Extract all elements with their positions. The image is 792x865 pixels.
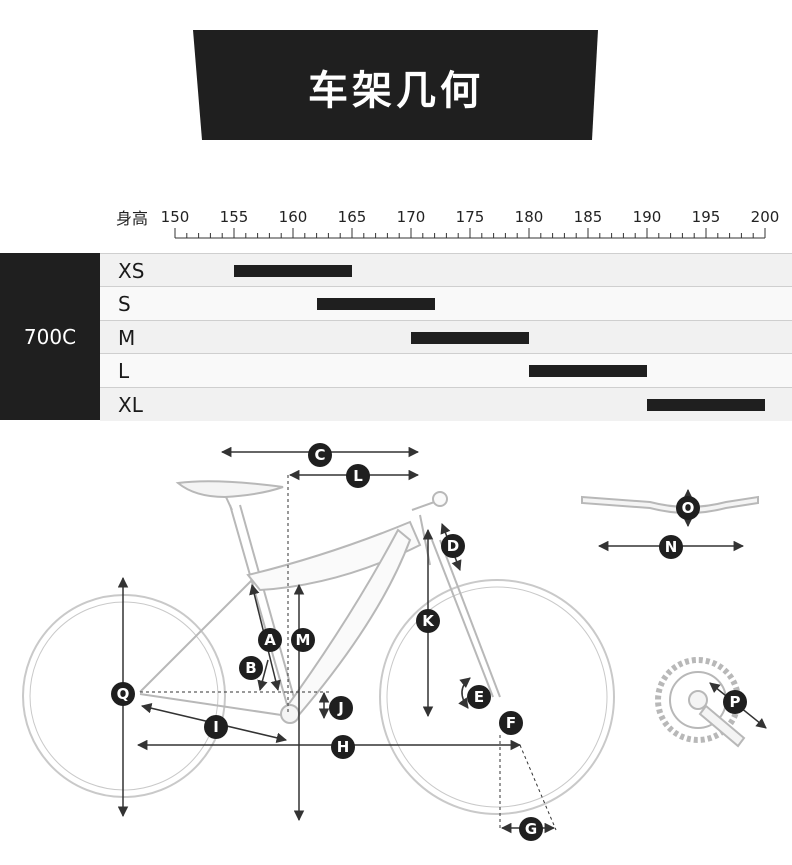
svg-text:M: M [296, 631, 311, 649]
bike-frame [139, 480, 501, 724]
svg-text:C: C [314, 446, 325, 464]
ruler-tick-label: 190 [633, 208, 662, 226]
svg-text:N: N [665, 538, 678, 556]
marker-h: H [331, 735, 355, 759]
marker-g: G [519, 817, 543, 841]
size-row-xl: XL [100, 386, 792, 421]
height-range-bar [316, 298, 435, 311]
size-row-xs: XS [100, 253, 792, 287]
marker-q: Q [111, 682, 135, 706]
svg-text:I: I [213, 718, 219, 736]
size-label: XL [118, 392, 143, 417]
marker-d: D [441, 534, 465, 558]
marker-p: P [723, 690, 747, 714]
marker-o: O [676, 496, 700, 520]
height-range-bar [529, 365, 647, 378]
geometry-diagram: C L D K A M B Q J I H E F G O N P [22, 443, 767, 841]
svg-text:H: H [337, 738, 350, 756]
ruler-tick-label: 180 [515, 208, 544, 226]
title-banner [193, 30, 598, 140]
size-label: M [118, 325, 136, 350]
svg-text:J: J [337, 699, 344, 717]
svg-text:D: D [447, 537, 459, 555]
ruler-tick-label: 185 [574, 208, 603, 226]
marker-n: N [659, 535, 683, 559]
ruler-tick-label: 200 [751, 208, 780, 226]
svg-text:G: G [525, 820, 537, 838]
height-range-bar [647, 398, 765, 411]
height-range-bar [234, 265, 352, 277]
height-ruler: 150 155 160 165 170 175 180 185 190 195 200 [161, 208, 780, 239]
marker-a: A [258, 628, 282, 652]
marker-e: E [467, 685, 491, 709]
wheel-size-label: 700C [0, 253, 100, 420]
marker-f: F [499, 711, 523, 735]
ruler-tick-label: 175 [456, 208, 485, 226]
marker-k: K [416, 609, 440, 633]
svg-text:B: B [245, 659, 256, 677]
size-label: XS [118, 259, 145, 283]
size-label: L [118, 359, 130, 384]
ruler-tick-label: 165 [338, 208, 367, 226]
handlebar [581, 495, 759, 514]
size-row-m: M [100, 319, 792, 354]
marker-j: J [329, 696, 353, 720]
marker-b: B [239, 656, 263, 680]
svg-text:L: L [353, 467, 363, 485]
size-row-l: L [100, 353, 792, 388]
size-label: S [118, 292, 131, 317]
size-row-s: S [100, 286, 792, 321]
height-range-bar [411, 331, 529, 344]
ruler-tick-label: 150 [161, 208, 190, 226]
page-title: 车架几何 [308, 68, 484, 114]
svg-text:F: F [506, 714, 516, 732]
svg-text:Q: Q [117, 685, 130, 703]
marker-m: M [291, 628, 315, 652]
svg-text:A: A [264, 631, 276, 649]
svg-text:P: P [730, 693, 741, 711]
front-wheel [379, 579, 615, 815]
ruler-tick-label: 155 [220, 208, 249, 226]
marker-i: I [204, 715, 228, 739]
svg-text:K: K [422, 612, 435, 630]
ruler-tick-label: 170 [397, 208, 426, 226]
height-axis-label: 身高 [116, 209, 149, 228]
ruler-tick-label: 195 [692, 208, 721, 226]
svg-text:E: E [474, 688, 484, 706]
marker-c: C [308, 443, 332, 467]
marker-l: L [346, 464, 370, 488]
svg-text:O: O [682, 499, 695, 517]
ruler-tick-label: 160 [279, 208, 308, 226]
